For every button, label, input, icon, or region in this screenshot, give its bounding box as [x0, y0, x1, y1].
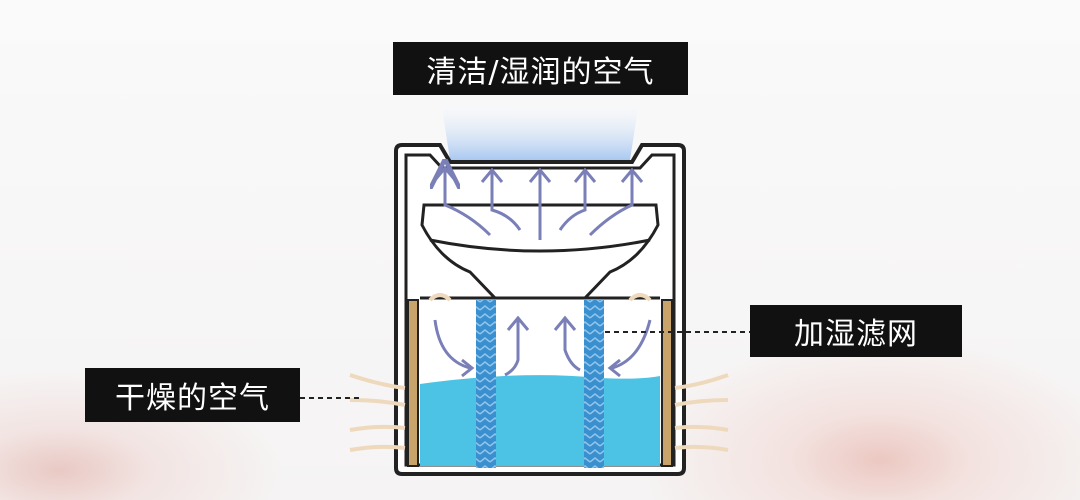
- filter-right: [584, 300, 604, 468]
- side-intake-filters: [407, 299, 673, 467]
- mist-plume: [440, 95, 640, 160]
- filter-left: [476, 300, 496, 468]
- airflow-arrows: [435, 168, 652, 378]
- humidifying-filter-label: 加湿滤网: [750, 305, 962, 357]
- clean-air-label: 清洁/湿润的空气: [393, 42, 688, 95]
- dry-air-label: 干燥的空气: [85, 368, 300, 422]
- leader-lines: [300, 331, 750, 399]
- water-tank: [420, 375, 660, 466]
- intake-arrows: [349, 293, 729, 452]
